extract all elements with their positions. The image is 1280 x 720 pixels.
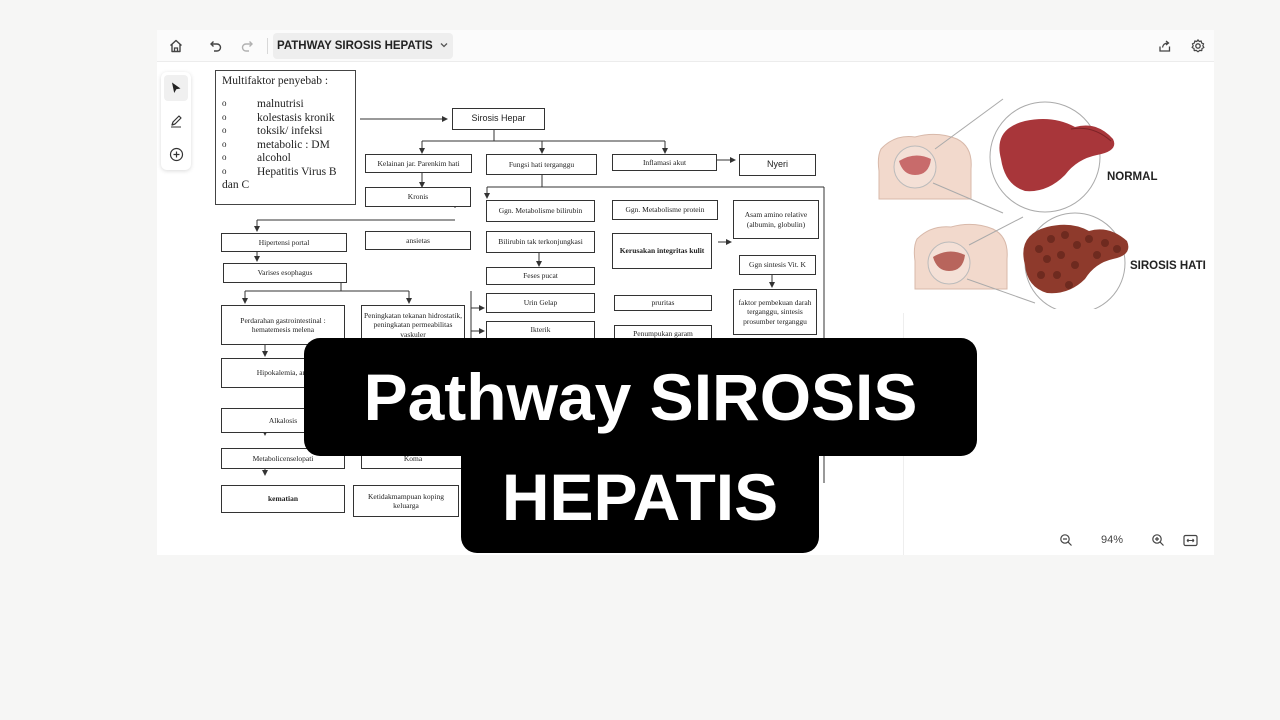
normal-label: NORMAL	[1107, 171, 1158, 183]
node-metabolic-enselopati[interactable]: Metabolicenselopati	[221, 448, 345, 469]
node-ggn-protein[interactable]: Ggn. Metabolisme protein	[612, 200, 718, 220]
toolbar-divider	[267, 38, 268, 54]
node-hipertensi-portal[interactable]: Hipertensi portal	[221, 233, 347, 252]
node-sirosis-hepar[interactable]: Sirosis Hepar	[452, 108, 545, 130]
node-ansietas[interactable]: ansietas	[365, 231, 471, 250]
cause-item-tail: dan C	[222, 179, 250, 192]
node-kerusakan-integritas[interactable]: Kerusakan integritas kulit	[612, 233, 712, 269]
document-title: PATHWAY SIROSIS HEPATIS	[277, 40, 433, 52]
node-varises-esophagus[interactable]: Varises esophagus	[223, 263, 347, 283]
zoom-in-icon[interactable]	[1141, 527, 1175, 553]
canvas-divider	[903, 313, 904, 555]
left-toolbar	[161, 72, 191, 170]
node-alkalosis[interactable]: Alkalosis	[221, 408, 345, 433]
node-inflamasi-akut[interactable]: Inflamasi akut	[612, 154, 717, 171]
liver-illustration	[877, 98, 1129, 309]
node-bilirubin-tak[interactable]: Bilirubin tak terkonjungkasi	[486, 231, 595, 253]
home-icon[interactable]	[164, 34, 188, 58]
node-peningkatan-tekanan[interactable]: Peningkatan tekanan hidrostatik, peningk…	[361, 305, 465, 345]
chevron-down-icon	[439, 40, 449, 53]
undo-icon[interactable]	[203, 34, 227, 58]
node-asam-amino[interactable]: Asam amino relative (albumin, globulin)	[733, 200, 819, 239]
fit-width-icon[interactable]	[1175, 527, 1205, 553]
node-nyeri[interactable]: Nyeri	[739, 154, 816, 176]
sirosis-label: SIROSIS HATI	[1130, 260, 1206, 272]
node-ggn-sintesis[interactable]: Ggn sintesis Vit. K	[739, 255, 816, 275]
node-koma[interactable]: Koma	[361, 448, 465, 469]
node-pruritas[interactable]: pruritas	[614, 295, 712, 311]
cirrhosis-liver-figure	[913, 212, 1129, 309]
zoom-out-icon[interactable]	[1049, 527, 1083, 553]
node-ikterik[interactable]: Ikterik	[486, 321, 595, 339]
share-icon[interactable]	[1153, 34, 1177, 58]
causes-title: Multifaktor penyebab :	[222, 75, 329, 87]
pointer-icon[interactable]	[164, 75, 188, 101]
add-circle-icon[interactable]	[164, 141, 188, 167]
node-kronis[interactable]: Kronis	[365, 187, 471, 207]
normal-liver-figure	[877, 98, 1115, 214]
whiteboard-app: PATHWAY SIROSIS HEPATIS	[157, 30, 1214, 555]
top-bar: PATHWAY SIROSIS HEPATIS	[157, 30, 1214, 62]
node-fungsi-hati[interactable]: Fungsi hati terganggu	[486, 154, 597, 175]
node-perdarahan[interactable]: Perdarahan gastrointestinal : hematemesi…	[221, 305, 345, 345]
node-penumpukan-garam[interactable]: Penumpukan garam	[614, 325, 712, 343]
redo-icon[interactable]	[236, 34, 260, 58]
node-kelainan-parenkim[interactable]: Kelainan jar. Parenkim hati	[365, 154, 472, 173]
zoom-level: 94%	[1100, 534, 1124, 546]
node-hipokalemia[interactable]: Hipokalemia, ans	[221, 358, 345, 388]
zoom-controls: 94%	[1049, 527, 1209, 553]
node-urin-gelap[interactable]: Urin Gelap	[486, 293, 595, 313]
node-kematian[interactable]: kematian	[221, 485, 345, 513]
node-faktor-pembekuan[interactable]: faktor pembekuan darah terganggu, sintes…	[733, 289, 817, 335]
node-ggn-bilirubin[interactable]: Ggn. Metabolisme bilirubin	[486, 200, 595, 222]
node-ketidakmampuan-koping[interactable]: Ketidakmampuan koping keluarga	[353, 485, 459, 517]
pen-icon[interactable]	[164, 108, 188, 134]
gear-icon[interactable]	[1186, 34, 1210, 58]
document-title-dropdown[interactable]: PATHWAY SIROSIS HEPATIS	[273, 33, 453, 59]
node-feses-pucat[interactable]: Feses pucat	[486, 267, 595, 285]
